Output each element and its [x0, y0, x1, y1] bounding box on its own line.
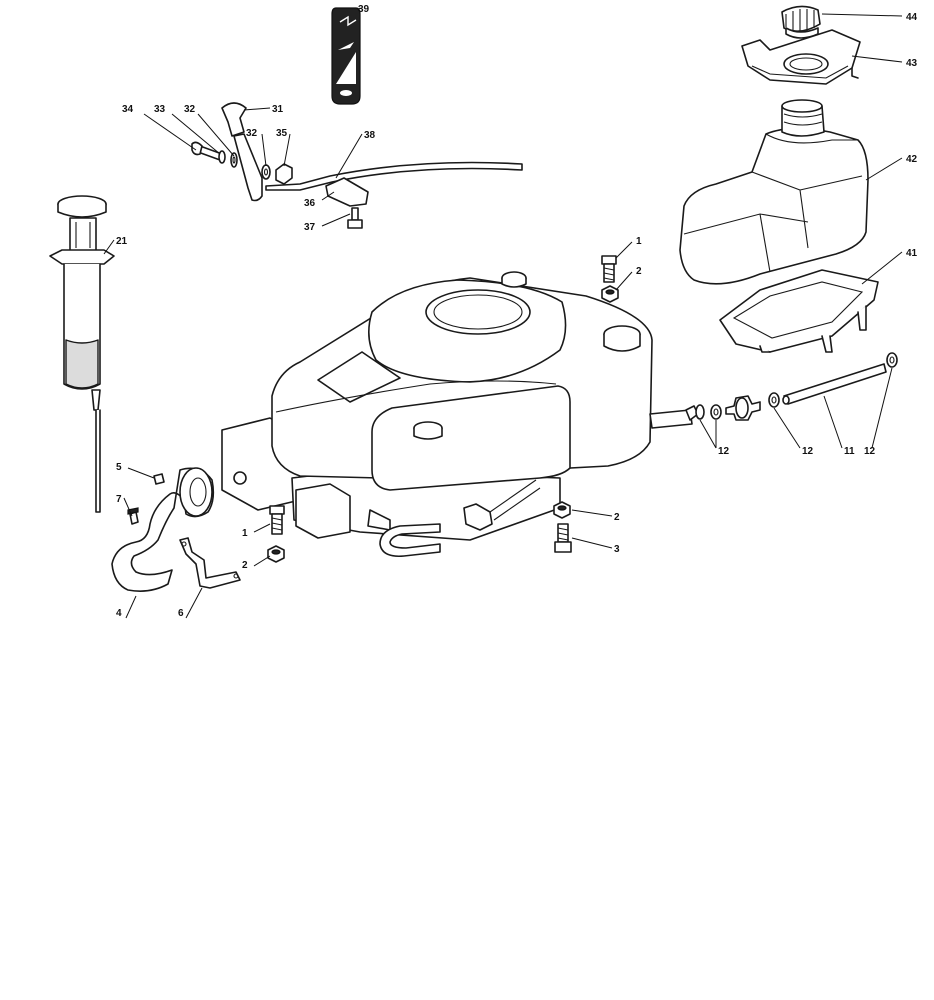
- part-32-throttle-lever: [233, 133, 263, 202]
- callout-4: 4: [116, 608, 122, 619]
- callout-33: 33: [154, 104, 166, 115]
- callout-7: 7: [116, 494, 122, 505]
- callout-11: 11: [844, 446, 855, 457]
- part-32-washer: [261, 164, 271, 180]
- part-2-nut-right: [553, 501, 571, 519]
- part-37-screw: [347, 207, 363, 229]
- callout-42: 42: [906, 154, 918, 165]
- callout-34: 34: [122, 104, 134, 115]
- part-12-hose-clip-c: [768, 392, 780, 408]
- part-35-nut: [275, 163, 293, 185]
- callout-6: 6: [178, 608, 184, 619]
- part-3-bolt: [554, 523, 572, 553]
- callout-35: 35: [276, 128, 288, 139]
- callout-44: 44: [906, 12, 918, 23]
- part-12-hose-clip-d: [886, 352, 898, 368]
- part-38-throttle-cable: [265, 161, 523, 191]
- callout-12-a: 12: [718, 446, 730, 457]
- part-42-fuel-tank: [679, 99, 869, 285]
- callout-3: 3: [614, 544, 620, 555]
- part-41-tank-tray: [719, 269, 879, 353]
- part-39-decal: [331, 7, 361, 105]
- callout-32-lower: 32: [246, 128, 258, 139]
- callout-43: 43: [906, 58, 918, 69]
- callout-2-right: 2: [614, 512, 620, 523]
- callout-1-lower: 1: [242, 528, 248, 539]
- part-43-tank-bracket: [741, 29, 861, 85]
- callout-31: 31: [272, 104, 284, 115]
- callout-37: 37: [304, 222, 316, 233]
- part-44-fuel-cap: [781, 5, 821, 39]
- leader-lines: [103, 7, 903, 619]
- callout-36: 36: [304, 198, 316, 209]
- part-1-bolt-lower: [269, 505, 285, 535]
- part-12-hose-clip-a: [685, 404, 705, 421]
- part-1-bolt-upper: [601, 255, 617, 283]
- callout-41: 41: [906, 248, 918, 259]
- callout-2-lower: 2: [242, 560, 248, 571]
- part-21-oil-syringe: [49, 195, 115, 513]
- part-6-bracket: [179, 537, 241, 589]
- callout-21: 21: [116, 236, 128, 247]
- part-5-screw: [153, 473, 165, 485]
- callout-1-upper: 1: [636, 236, 642, 247]
- callout-5: 5: [116, 462, 122, 473]
- callout-12-b: 12: [802, 446, 814, 457]
- part-31-throttle-knob: [221, 102, 247, 137]
- callout-2-upper: 2: [636, 266, 642, 277]
- part-inline-fuel-filter: [725, 395, 761, 421]
- part-2-nut-lower: [267, 545, 285, 563]
- part-33-washers: [218, 150, 238, 168]
- callout-12-c: 12: [864, 446, 876, 457]
- part-12-hose-clip-b: [710, 404, 722, 420]
- callout-39: 39: [358, 4, 370, 15]
- part-34-bolt: [191, 141, 223, 161]
- engine-block: [221, 271, 693, 558]
- part-4-exhaust-pipe: [111, 467, 215, 592]
- callout-32-upper: 32: [184, 104, 196, 115]
- callout-38: 38: [364, 130, 376, 141]
- part-11-fuel-hose: [782, 363, 887, 405]
- part-2-nut-upper: [601, 285, 619, 303]
